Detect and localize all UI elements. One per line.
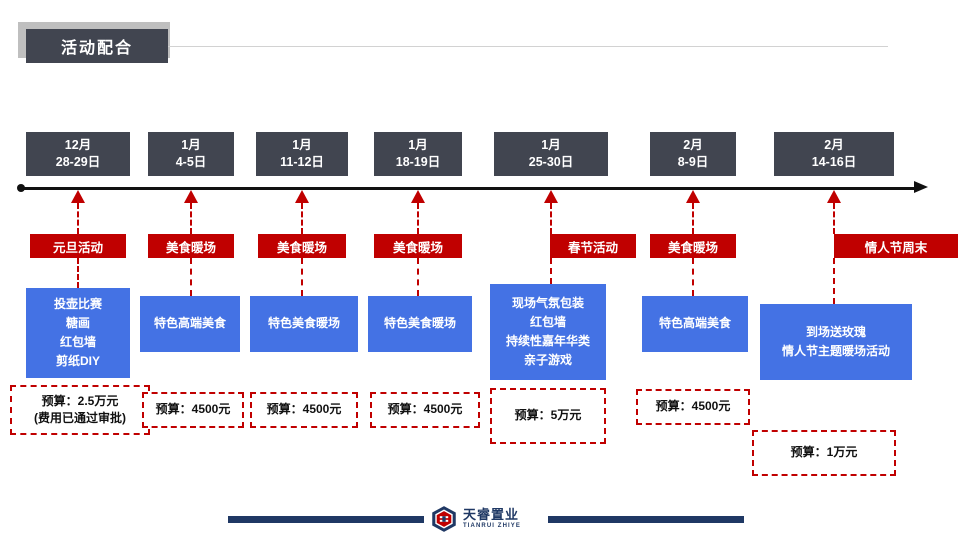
date-month: 1月 bbox=[181, 138, 201, 153]
content-line: 亲子游戏 bbox=[523, 353, 572, 368]
event-label-4: 美食暖场 bbox=[374, 234, 462, 258]
date-month: 1月 bbox=[408, 138, 428, 153]
date-month: 1月 bbox=[541, 138, 561, 153]
content-line: 情人节主题暖场活动 bbox=[781, 344, 890, 358]
budget-line: 预算：2.5万元 bbox=[41, 393, 119, 408]
date-days: 25-30日 bbox=[528, 155, 574, 169]
content-line: 糖画 bbox=[65, 315, 90, 330]
budget-line: 预算：4500元 bbox=[266, 402, 342, 417]
content-line: 红包墙 bbox=[59, 335, 96, 349]
budget-box-2: 预算：4500元 bbox=[142, 392, 244, 428]
date-month: 1月 bbox=[292, 138, 312, 153]
content-box-2: 特色高端美食 bbox=[140, 296, 240, 352]
hexagon-logo-icon bbox=[432, 506, 456, 532]
content-line: 红包墙 bbox=[529, 314, 566, 329]
connector-arrow-icon-1 bbox=[71, 190, 85, 203]
connector-arrow-icon-7 bbox=[827, 190, 841, 203]
content-line: 现场气氛包装 bbox=[511, 295, 584, 310]
connector-lower-4 bbox=[417, 258, 419, 296]
event-label-6: 美食暖场 bbox=[650, 234, 736, 258]
date-days: 8-9日 bbox=[677, 155, 709, 169]
footer-bar-right bbox=[548, 516, 744, 523]
connector-arrow-icon-6 bbox=[686, 190, 700, 203]
content-line: 特色美食暖场 bbox=[383, 316, 456, 331]
date-box-7: 2月 14-16日 bbox=[774, 132, 894, 176]
date-box-5: 1月 25-30日 bbox=[494, 132, 608, 176]
event-label-3: 美食暖场 bbox=[258, 234, 346, 258]
budget-line: 预算：1万元 bbox=[790, 445, 858, 460]
date-month: 12月 bbox=[64, 138, 92, 153]
connector-arrow-icon-5 bbox=[544, 190, 558, 203]
page-title-box: 活动配合 bbox=[26, 29, 168, 63]
budget-box-5: 预算：5万元 bbox=[490, 388, 606, 444]
budget-box-6: 预算：4500元 bbox=[636, 389, 750, 425]
company-logo: 天睿置业 TIANRUI ZHIYE bbox=[430, 503, 550, 535]
connector-upper-5 bbox=[550, 203, 552, 234]
connector-upper-1 bbox=[77, 203, 79, 234]
connector-arrow-icon-4 bbox=[411, 190, 425, 203]
logo-name-en: TIANRUI ZHIYE bbox=[463, 523, 521, 530]
timeline-axis-line bbox=[20, 187, 920, 190]
budget-box-7: 预算：1万元 bbox=[752, 430, 896, 476]
connector-lower-3 bbox=[301, 258, 303, 296]
connector-arrow-icon-2 bbox=[184, 190, 198, 203]
content-line: 剪纸DIY bbox=[55, 354, 100, 369]
date-box-4: 1月 18-19日 bbox=[374, 132, 462, 176]
page-title: 活动配合 bbox=[60, 40, 133, 57]
content-line: 特色高端美食 bbox=[658, 316, 731, 331]
content-box-5: 现场气氛包装红包墙持续性嘉年华类亲子游戏 bbox=[490, 284, 606, 380]
date-days: 28-29日 bbox=[55, 155, 101, 169]
content-line: 投壶比赛 bbox=[53, 296, 102, 311]
budget-box-3: 预算：4500元 bbox=[250, 392, 358, 428]
connector-upper-4 bbox=[417, 203, 419, 234]
content-box-7: 到场送玫瑰情人节主题暖场活动 bbox=[760, 304, 912, 380]
budget-line: (费用已通过审批) bbox=[34, 411, 126, 425]
date-box-3: 1月 11-12日 bbox=[256, 132, 348, 176]
date-month: 2月 bbox=[824, 138, 844, 153]
connector-arrow-icon-3 bbox=[295, 190, 309, 203]
event-label-7: 情人节周末 bbox=[834, 234, 958, 258]
date-box-1: 12月 28-29日 bbox=[26, 132, 130, 176]
connector-upper-6 bbox=[692, 203, 694, 234]
content-line: 特色美食暖场 bbox=[267, 316, 340, 331]
connector-lower-2 bbox=[190, 258, 192, 296]
date-days: 4-5日 bbox=[175, 155, 207, 169]
connector-lower-1 bbox=[77, 258, 79, 288]
footer-bar-left bbox=[228, 516, 424, 523]
date-box-2: 1月 4-5日 bbox=[148, 132, 234, 176]
budget-line: 预算：4500元 bbox=[655, 399, 731, 414]
content-box-4: 特色美食暖场 bbox=[368, 296, 472, 352]
connector-upper-2 bbox=[190, 203, 192, 234]
date-days: 14-16日 bbox=[811, 155, 857, 169]
event-label-2: 美食暖场 bbox=[148, 234, 234, 258]
budget-line: 预算：4500元 bbox=[387, 402, 463, 417]
event-label-5: 春节活动 bbox=[550, 234, 636, 258]
content-line: 持续性嘉年华类 bbox=[505, 334, 590, 348]
budget-box-4: 预算：4500元 bbox=[370, 392, 480, 428]
connector-upper-3 bbox=[301, 203, 303, 234]
logo-text-block: 天睿置业 TIANRUI ZHIYE bbox=[463, 507, 521, 530]
budget-box-1: 预算：2.5万元 (费用已通过审批) bbox=[10, 385, 150, 435]
budget-line: 预算：5万元 bbox=[514, 408, 582, 423]
logo-name-cn: 天睿置业 bbox=[463, 507, 520, 523]
title-divider-rule bbox=[168, 46, 888, 47]
content-box-6: 特色高端美食 bbox=[642, 296, 748, 352]
connector-lower-6 bbox=[692, 258, 694, 296]
content-box-1: 投壶比赛糖画红包墙剪纸DIY bbox=[26, 288, 130, 378]
date-days: 18-19日 bbox=[395, 155, 441, 169]
connector-lower-7 bbox=[833, 258, 835, 304]
date-days: 11-12日 bbox=[280, 155, 324, 169]
connector-upper-7 bbox=[833, 203, 835, 234]
budget-line: 预算：4500元 bbox=[155, 402, 231, 417]
date-month: 2月 bbox=[683, 138, 703, 153]
timeline-axis-arrow-icon bbox=[914, 181, 928, 193]
content-line: 到场送玫瑰 bbox=[805, 324, 866, 339]
date-box-6: 2月 8-9日 bbox=[650, 132, 736, 176]
connector-lower-5 bbox=[550, 258, 552, 284]
event-label-1: 元旦活动 bbox=[30, 234, 126, 258]
content-line: 特色高端美食 bbox=[153, 316, 226, 331]
content-box-3: 特色美食暖场 bbox=[250, 296, 358, 352]
